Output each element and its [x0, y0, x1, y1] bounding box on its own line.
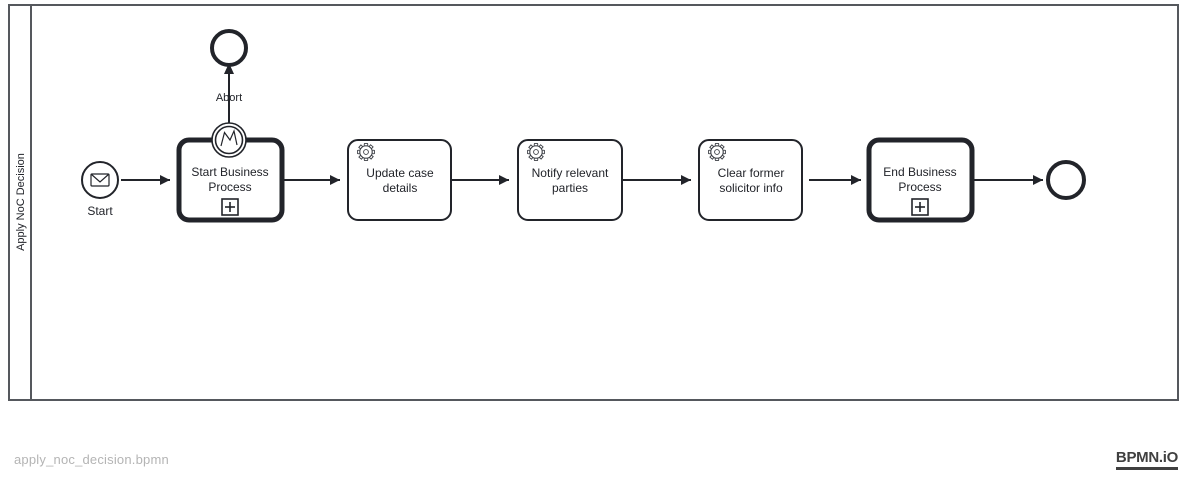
clear-former-solicitor-info-box[interactable] — [698, 139, 803, 221]
abort-end-event[interactable]: Abort — [210, 29, 248, 104]
flow-update-case-to-notify[interactable] — [451, 175, 509, 185]
flow-start-to-start-business-process[interactable] — [121, 175, 170, 185]
update-case-details-label-line2: details — [383, 181, 418, 195]
end-event-circle[interactable] — [1046, 160, 1086, 200]
notify-relevant-parties-label-line1: Notify relevant — [532, 166, 609, 180]
service-task-notify-relevant-parties[interactable]: Notify relevant parties — [517, 139, 623, 221]
abort-flow-label: Abort — [216, 92, 242, 104]
flow-boundary-to-abort[interactable] — [224, 63, 234, 124]
bpmnio-logo-bar — [1115, 466, 1178, 470]
notify-relevant-parties-box[interactable] — [517, 139, 623, 221]
pool-apply-noc-decision[interactable]: Apply NoC Decision — [8, 4, 1179, 401]
call-activity-end-business-process[interactable]: End Business Process — [866, 137, 975, 223]
error-boundary-event[interactable] — [211, 122, 247, 158]
sub-process-plus-marker — [221, 198, 239, 216]
sequence-flows — [121, 63, 1043, 185]
end-business-process-label-line1: End Business — [883, 165, 956, 179]
lightning-bolt-icon — [220, 129, 238, 147]
sub-process-plus-marker — [911, 198, 929, 216]
start-event-circle[interactable] — [81, 161, 119, 199]
update-case-details-box[interactable] — [347, 139, 452, 221]
clear-former-solicitor-info-label-line2: solicitor info — [719, 181, 783, 195]
end-event[interactable] — [1046, 160, 1086, 200]
lane-title-label: Apply NoC Decision — [15, 153, 27, 251]
call-activity-start-business-process[interactable]: Start Business Process — [176, 122, 285, 223]
clear-former-solicitor-info-label-line1: Clear former — [718, 166, 785, 180]
flow-sbp-to-update-case[interactable] — [283, 175, 340, 185]
start-business-process-label-line2: Process — [208, 180, 251, 194]
start-event[interactable]: Start — [81, 161, 119, 218]
bpmnio-logo-text: BPMN.iO — [1115, 449, 1178, 466]
notify-relevant-parties-label-line2: parties — [552, 181, 588, 195]
service-task-clear-former-solicitor-info[interactable]: Clear former solicitor info — [698, 139, 803, 221]
service-task-update-case-details[interactable]: Update case details — [347, 139, 452, 221]
start-business-process-label-line1: Start Business — [191, 165, 268, 179]
abort-end-event-circle[interactable] — [210, 29, 248, 67]
bpmnio-logo[interactable]: BPMN.iO — [1115, 449, 1178, 470]
flow-ebp-to-end-event[interactable] — [972, 175, 1043, 185]
envelope-icon — [90, 173, 110, 187]
end-business-process-label-line2: Process — [898, 180, 941, 194]
flow-clear-former-to-ebp[interactable] — [809, 175, 861, 185]
end-business-process-box[interactable] — [866, 137, 975, 223]
start-event-label: Start — [87, 204, 113, 218]
update-case-details-label-line1: Update case — [366, 166, 434, 180]
pool-boundary[interactable] — [8, 4, 1179, 401]
flow-notify-to-clear-former[interactable] — [623, 175, 691, 185]
filename-label: apply_noc_decision.bpmn — [14, 452, 169, 467]
